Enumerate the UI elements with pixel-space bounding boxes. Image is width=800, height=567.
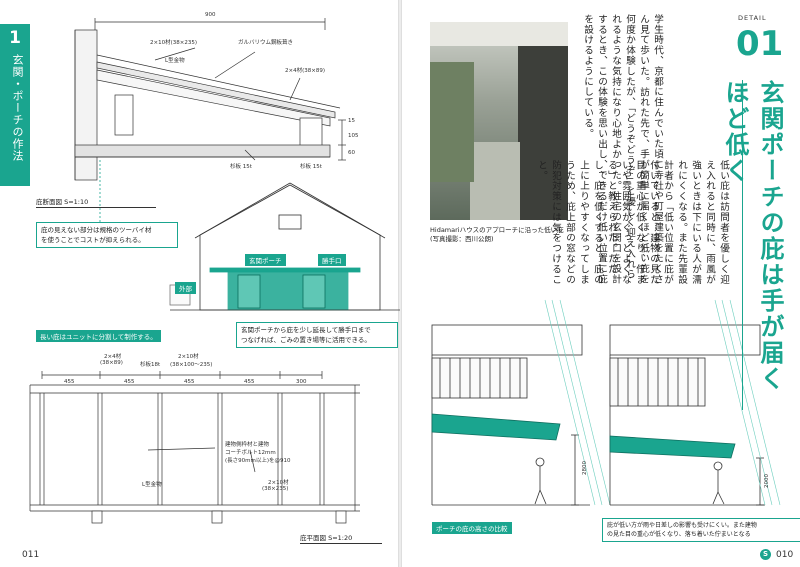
callout-elevation-note: 玄関ポーチから庇を少し延長して勝手口まで つなげれば、ごみの置き場等に活用できる… [236,322,398,348]
body-line-18: 低くすると、庇の上に上りやすくな [578,160,603,285]
body-line-15: いると、建物の見た目の重心が低く [634,160,659,285]
plan-dim-1: 455 [64,379,75,385]
photo-wall [518,46,568,220]
detail-label: DETAIL [738,14,767,22]
body-line-14: 設計者から「低い位置に庇が付いて [648,160,687,285]
plan-dim-3: 455 [184,379,195,385]
section-note-roof: ガルバリウム鋼板葺き [238,40,294,46]
chapter-title: 玄関・ポーチの作法 [11,54,24,162]
section-dim-105: 105 [348,133,359,139]
chapter-tab: 1 玄関・ポーチの作法 [0,24,30,186]
label-outside: 外部 [175,282,196,294]
body-line-20: 防犯対策には気をつけること。 [536,160,561,285]
body-line-9: を思い出し、できるだけ低い位置に [596,107,607,275]
plan-note-bolt-2: コーチボルト12mm [225,450,276,456]
body-line-16: なり、佇まいや雰囲気がぐっとよく [620,160,645,285]
plan-note-lbracket: L型金物 [142,482,162,488]
photo-greenery [430,62,474,182]
plan-dim-5: 300 [296,379,307,385]
body-text-lower: 低い庇は訪問者を優しく迎え入れると同時に、雨風が強いときは下にいる人が濡れにくく… [536,160,730,290]
section-note-2x10: 2×10材(38×235) [150,40,198,46]
chapter-number: 1 [9,28,21,48]
body-text-upper: 学生時代、京都に住んでいた頃に寺社や町屋建築をたくさん見て歩いた。訪れた先で、手… [580,14,664,286]
body-line-6: どうぞ」と優しく迎え入れられるよ [610,14,635,280]
plan-caption: 庇平面図 S=1:20 [300,532,382,544]
body-line-4: 訪れた先で、手が簡単に届くほど [638,86,649,243]
section-note-board-2: 杉板 15t [300,164,322,170]
plan-drawing [29,371,360,524]
callout-elevation-line1: 玄関ポーチから庇を少し延長して勝手口まで [241,326,371,334]
note-unit-division: 長い庇はユニットに分割して制作する。 [36,330,161,342]
plan-note-bolt-1: 建物側枠材と建物 [225,442,270,448]
plan-note-2x10-lower-size: (38×235) [262,486,289,492]
sketch-dim-2800: 2800 [582,461,588,475]
plan-note-2x10-lower: 2×10材 [268,480,289,486]
right-page-number: 010 [776,550,794,560]
callout-section-line2: を使うことでコストが抑えられる。 [41,236,145,244]
body-line-10: 庇を設けるようにしている。 [582,14,607,285]
section-note-2x4: 2×4材(38×89) [285,68,326,74]
headline: 玄関ポーチの庇は手が届くほど低く [721,80,788,410]
body-line-19: ってしまうため、庇上部の窓などの [564,160,589,285]
section-dim-top: 900 [205,12,216,18]
photo-caption-line1: Hidamariハウスのアプローチに沿った低い庇 [430,226,564,234]
callout-elevation-line2: つなげれば、ごみの置き場等に活用できる。 [241,336,371,344]
body-line-3: た。 [638,66,649,87]
gutter [398,0,402,567]
section-drawing [74,18,346,181]
sketch-callout-line1: 庇が低い方が雨や日差しの影響も受けにくい。また建物 [607,522,757,529]
section-dim-60: 60 [348,150,355,156]
label-back-door: 勝手口 [318,254,346,266]
callout-section-note: 庇の見えない部分は規格のツーバイ材 を使うことでコストが抑えられる。 [36,222,178,248]
body-line-5: 低い庇を何度か体験したが、「どうぞ [624,14,649,285]
porch-sketch-lower [609,299,781,506]
label-entrance-porch: 玄関ポーチ [245,254,286,266]
section-note-board-1: 杉板 15t [230,164,252,170]
body-line-11: 低い庇は訪問者を優しく迎え入れ [704,160,729,285]
sketch-callout: 庇が低い方が雨や日差しの影響も受けにくい。また建物 の見た目の重心が低くなり、落… [602,518,800,542]
section-dim-15: 15 [348,118,355,124]
plan-note-2x10: 2×10材 [178,354,199,360]
plan-note-bolt-3: (長さ90mm以上)を@910 [225,458,291,464]
body-line-7: うな気持になり心地よかった。住宅 [610,45,621,212]
plan-dim-4: 455 [244,379,255,385]
sketch-compare-label: ポーチの庇の高さの比較 [432,522,512,534]
page-badge-icon: S [760,549,771,560]
body-line-8: の玄関口を設計するとき、この体験 [596,14,621,285]
left-page-number: 011 [22,550,40,560]
section-caption: 庇断面図 S=1:10 [36,196,156,208]
body-line-1: 学生時代、京都に住んでいた頃に [652,14,663,170]
plan-note-2x10-size: (38×100～235) [170,362,213,368]
photo-path [470,142,520,220]
body-line-2: 寺社や町屋建築をたくさん見て歩い [638,14,663,285]
elevation-drawing [169,182,400,311]
callout-section-line1: 庇の見えない部分は規格のツーバイ材 [41,226,152,234]
section-note-lbracket: L型金物 [165,58,185,64]
sketch-dim-2000: 2000 [764,474,770,488]
plan-note-2x4: 2×4材 [104,354,122,360]
photo-caption-line2: (写真撮影：西川公朗) [430,235,494,243]
body-line-13: いる人が濡れにくくなる。また先輩 [676,160,701,285]
sketch-callout-line2: の見た目の重心が低くなり、落ち着いた佇まいとなる [607,531,751,538]
photo-caption: Hidamariハウスのアプローチに沿った低い庇 (写真撮影：西川公朗) [430,226,580,244]
body-line-12: ると同時に、雨風が強いときは下に [690,160,715,285]
porch-photo [430,22,568,220]
porch-sketch-low [431,299,611,506]
body-line-17: なる」と教えられた。ただし、庇を [592,160,631,285]
detail-number: 01 [736,24,784,64]
photo-eave [430,22,568,46]
plan-note-2x4-size: (38×89) [100,360,123,366]
plan-note-board: 杉板18t [140,362,161,368]
plan-dim-2: 455 [124,379,135,385]
